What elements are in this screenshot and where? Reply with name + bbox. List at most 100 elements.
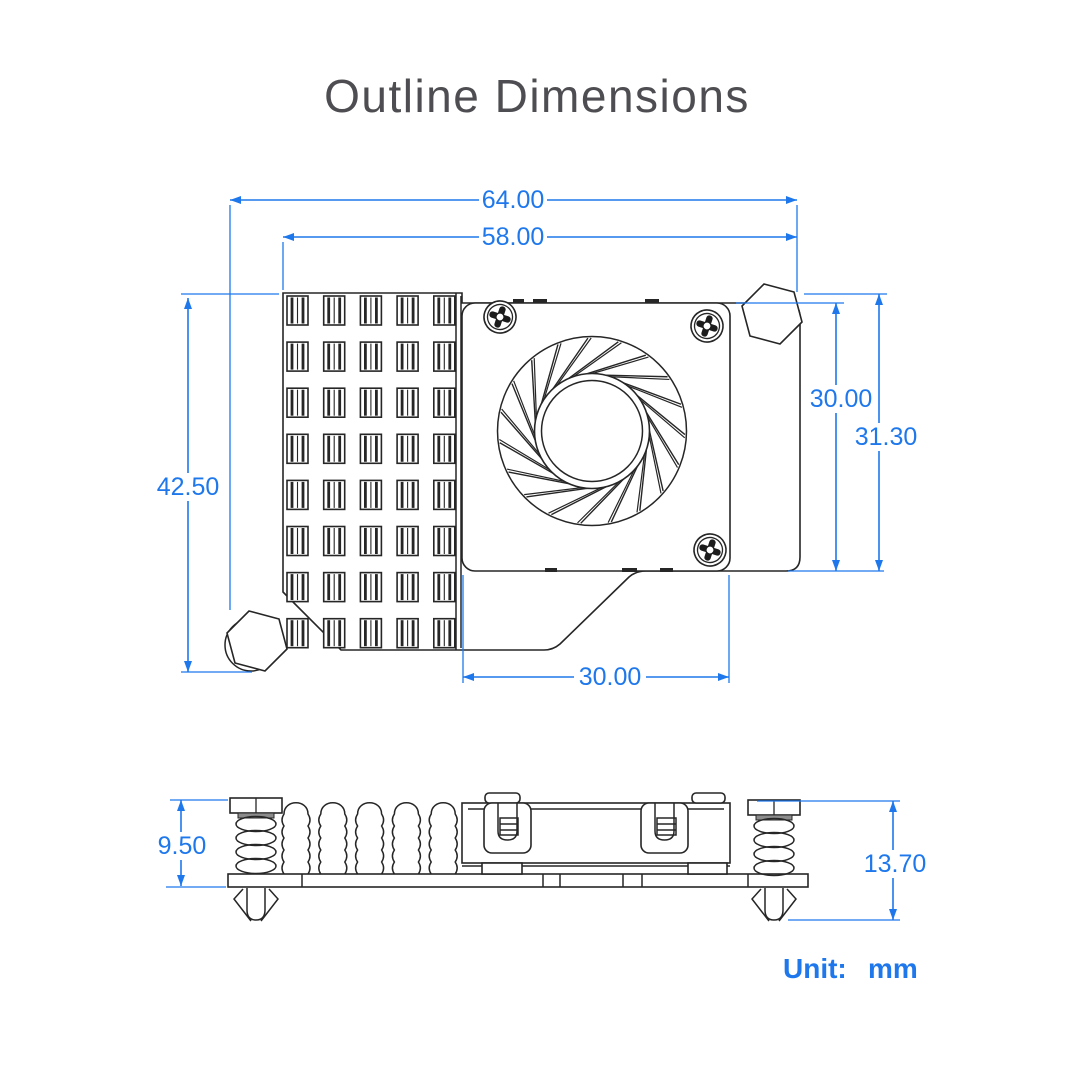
dimension-arrow [718,673,729,681]
dimension-arrow [283,233,294,241]
spring-coil [235,843,277,861]
fan-blade [606,374,668,378]
side-fin [318,802,348,875]
dimension-arrow [230,196,241,204]
dim-heatsink-height-label: 9.50 [158,832,207,860]
fan-blades [499,337,686,524]
pin-flange [237,812,275,819]
dim-overall-height-label: 13.70 [864,850,927,878]
dim-body-width-label: 58.00 [482,223,545,251]
fan-hub-outer [533,372,651,490]
fan-blade [552,337,589,390]
fan-blade [551,486,607,516]
fan-screws [483,300,727,567]
fan-blade-edge [648,436,662,494]
dimension-arrow [786,233,797,241]
dimension-arrow [786,196,797,204]
side-heatsink-fins [281,802,458,875]
fan-blade-edge [607,469,635,523]
dimension-arrow [177,800,185,811]
spring-coil [753,831,795,849]
pin-flange [755,814,793,821]
fan-blade-edge [639,399,686,439]
unit-note: Unit: mm [783,953,918,984]
pushpin-wing-left [751,888,770,922]
pushpin-wing-right [260,888,279,922]
pushpin-shaft [764,888,784,921]
housing-cap-right [691,792,726,804]
dimension-arrow [463,673,474,681]
fan-blade [636,395,686,436]
fan-blade-edge [647,416,679,468]
dimension-arrow [184,661,192,672]
fan-blade-edge [592,356,649,375]
fan-blade-edge [611,376,670,381]
fan-blade-edge [627,385,683,408]
side-fin [281,802,311,875]
dimension-arrow [875,560,883,571]
dimension-arrow [177,875,185,886]
pushpin-hex-bottom-left [226,610,288,672]
side-fin [428,802,458,875]
unit-label: Unit: [783,953,847,984]
dimension-labels: 64.00 58.00 42.50 30.00 31.30 30.00 9.50… [152,186,930,878]
fan-blade [511,383,536,441]
fan-blade-edge [524,487,583,496]
fan-blade [587,354,647,375]
fan-blade [645,411,680,465]
housing-foot-right [687,862,728,875]
phillips-screw [690,309,724,343]
pushpin-shaft [246,888,266,921]
fan-blade [568,341,619,379]
dimension-arrow [875,294,883,305]
fan-blade-edge [533,358,537,417]
housing-clip-right [640,802,689,854]
housing-clip-left [483,802,532,854]
fan-hub-inner [540,379,644,483]
spring-coil [753,845,795,863]
fan-blade-edge [636,454,646,513]
fan-blade [623,382,682,405]
fan-blade [610,466,639,523]
phillips-screw [483,300,517,334]
fan-blade-edge [507,468,565,482]
side-fin [354,802,385,875]
dimension-arrow [832,560,840,571]
housing-cap-left [484,792,521,804]
spring-coil [753,817,795,835]
fan-blade [540,344,559,404]
fan-opening-circle [496,335,688,527]
fan-blade-edge [577,481,620,524]
housing-foot-left [481,862,523,875]
side-fin [391,802,422,875]
fan-blade [500,411,542,459]
screw-cross-center [496,313,504,321]
phillips-screw [693,533,727,567]
fan-blade-edge [573,342,622,377]
fan-blade-edge [513,380,536,436]
fan-blade-edge [543,343,562,400]
dim-body-height-label: 42.50 [157,473,220,501]
fan-blade [639,449,648,511]
dimension-arrow [889,909,897,920]
side-baseplate [227,873,809,888]
fan-blade [648,430,664,492]
page-title: Outline Dimensions [324,70,750,122]
spring-pushpins [229,797,801,922]
fan-blade [526,487,588,498]
dimension-arrow [184,298,192,309]
fan-blade [531,360,536,422]
fan-blade-edge [499,439,550,471]
dimension-arrow [889,801,897,812]
side-view [227,792,809,922]
fan-blade-edge [501,408,540,455]
dim-fan-plate-width [462,575,730,683]
dimension-arrow [832,303,840,314]
unit-value: mm [868,953,918,984]
spring-coil [235,815,277,833]
pushpin-wing-left [233,888,252,922]
dim-fan-plate-height [736,302,884,572]
spring-coil [235,857,277,875]
side-baseplate-seams [301,874,749,887]
